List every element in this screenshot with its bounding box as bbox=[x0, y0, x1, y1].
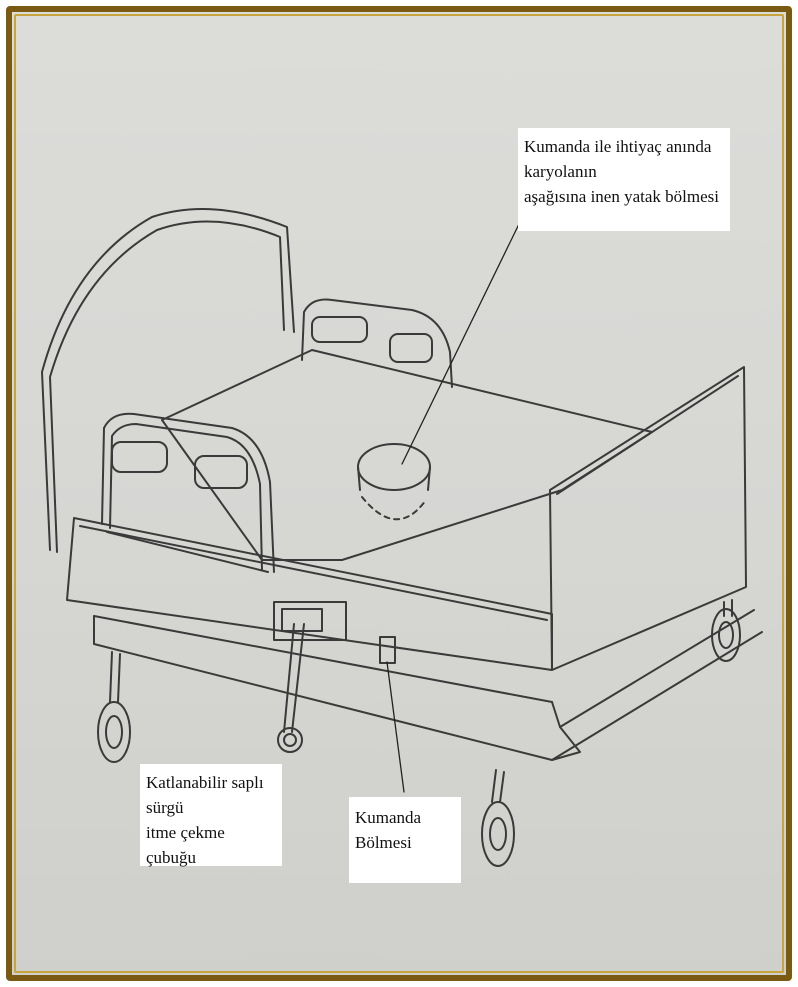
control-box bbox=[380, 637, 395, 663]
push-pull-handle bbox=[274, 602, 346, 752]
callout-push-pull-rod: Katlanabilir saplı sürgü itme çekme çubu… bbox=[140, 764, 282, 866]
wheel-middle bbox=[482, 770, 514, 866]
leader-control bbox=[387, 662, 404, 792]
leader-mattress bbox=[402, 224, 519, 464]
headboard bbox=[42, 209, 294, 552]
callout-rod-line1: Katlanabilir saplı sürgü bbox=[146, 770, 276, 820]
diagram-frame: Kumanda ile ihtiyaç anında karyolanın aş… bbox=[6, 6, 792, 981]
callout-control-line1: Kumanda Bölmesi bbox=[355, 805, 455, 855]
callout-mattress-line1: Kumanda ile ihtiyaç anında karyolanın bbox=[524, 134, 724, 184]
callout-rod-line2: itme çekme çubuğu bbox=[146, 820, 276, 870]
footboard bbox=[550, 367, 746, 670]
wheel-left bbox=[98, 652, 130, 762]
wheel-right bbox=[712, 600, 740, 661]
callout-control-compartment: Kumanda Bölmesi bbox=[349, 797, 461, 883]
mattress-compartment bbox=[358, 444, 430, 519]
far-side-rail bbox=[302, 300, 452, 388]
lower-base bbox=[94, 610, 762, 760]
callout-mattress-compartment: Kumanda ile ihtiyaç anında karyolanın aş… bbox=[518, 128, 730, 231]
callout-mattress-line2: aşağısına inen yatak bölmesi bbox=[524, 184, 724, 209]
